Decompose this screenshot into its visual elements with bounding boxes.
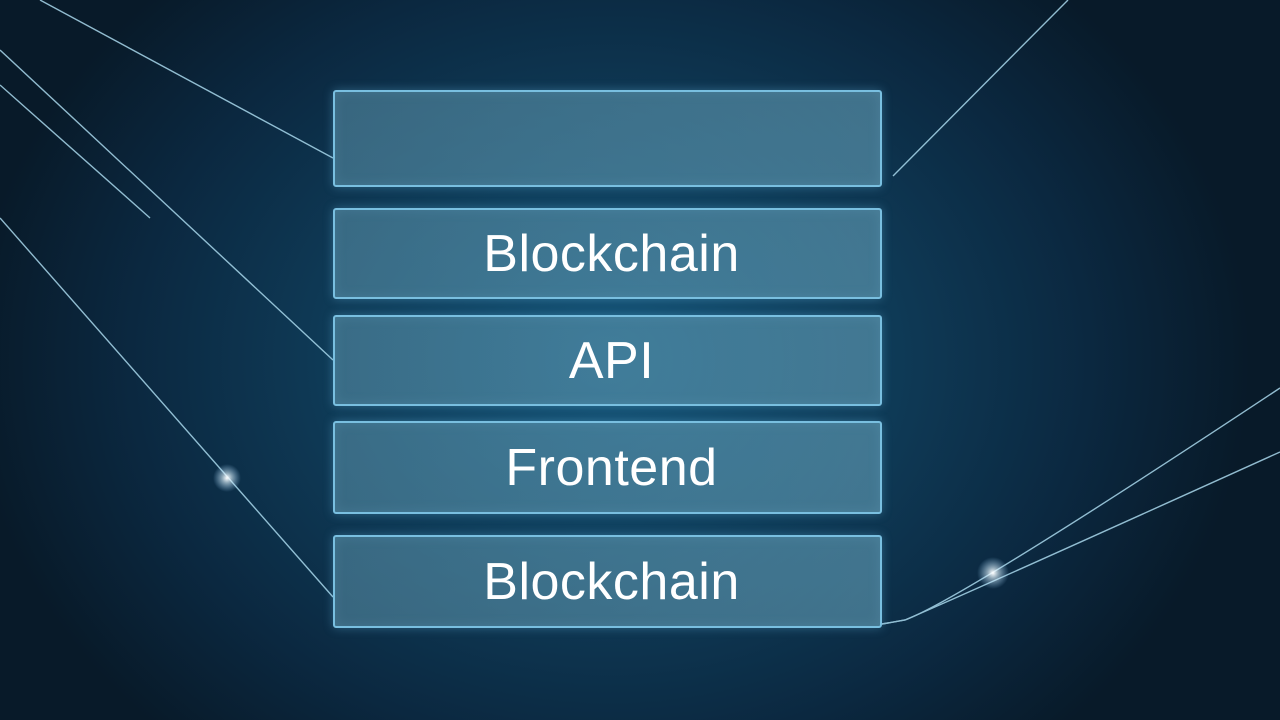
- layer-label: Blockchain: [483, 224, 740, 283]
- connector-line: [0, 217, 334, 598]
- layer-label: Frontend: [505, 438, 718, 497]
- layer-label: API: [568, 331, 655, 390]
- layer-top-empty: [333, 90, 882, 187]
- layer-stack: Blockchain API Frontend Blockchain: [333, 0, 882, 720]
- connector-line: [0, 84, 151, 219]
- connector-line: [39, 0, 334, 159]
- light-flare: [213, 464, 241, 492]
- connector-line: [881, 451, 1280, 625]
- connector-line: [0, 49, 334, 361]
- light-flare: [977, 557, 1009, 589]
- layer-blockchain: Blockchain: [333, 208, 882, 299]
- layer-blockchain-bottom: Blockchain: [333, 535, 882, 628]
- connector-line: [881, 387, 1280, 625]
- layer-label: Blockchain: [483, 552, 740, 611]
- connector-line: [892, 0, 1069, 177]
- layer-api: API: [333, 315, 882, 406]
- layer-frontend: Frontend: [333, 421, 882, 514]
